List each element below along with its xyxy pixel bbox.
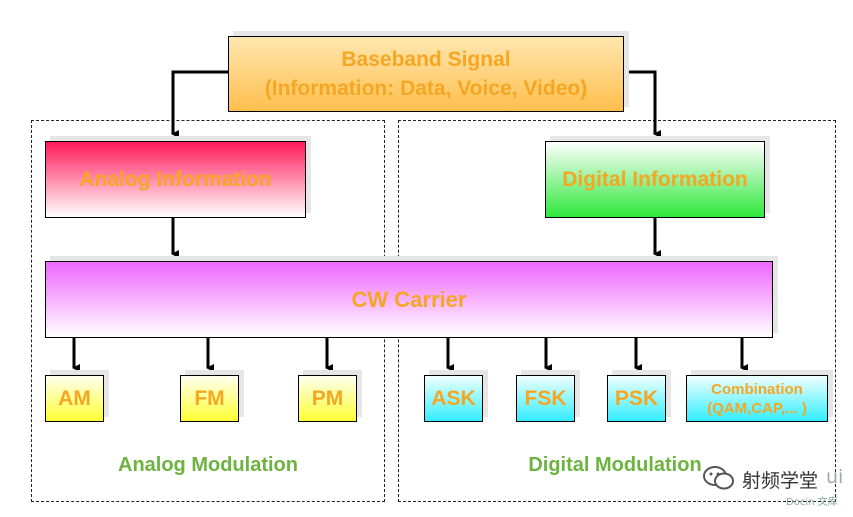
pm-label: PM	[311, 386, 344, 410]
ask-label: ASK	[431, 386, 476, 410]
combination-subtitle: (QAM,CAP,... )	[707, 399, 807, 417]
fm-label: FM	[194, 386, 225, 410]
fsk-box: FSK	[516, 375, 575, 422]
baseband-title: Baseband Signal	[341, 48, 511, 71]
ask-box: ASK	[424, 375, 483, 422]
combination-title: Combination	[711, 380, 803, 398]
am-box: AM	[45, 375, 104, 422]
cw-carrier-box: CW Carrier	[45, 261, 773, 338]
am-label: AM	[58, 386, 91, 410]
cw-carrier-label: CW Carrier	[351, 286, 467, 312]
pm-box: PM	[298, 375, 357, 422]
baseband-signal-box: Baseband Signal (Information: Data, Voic…	[228, 36, 624, 112]
watermark-brand: 射频学堂	[742, 470, 819, 492]
fm-box: FM	[180, 375, 239, 422]
psk-label: PSK	[614, 386, 659, 410]
wechat-logo	[702, 465, 736, 491]
digital-information-label: Digital Information	[562, 167, 748, 191]
watermark-source: Docin 文库	[786, 497, 838, 508]
combination-box: Combination (QAM,CAP,... )	[686, 375, 828, 422]
analog-information-box: Analog Information	[45, 141, 306, 218]
fsk-label: FSK	[524, 386, 567, 410]
watermark-trailing: ui	[826, 466, 844, 488]
baseband-subtitle: (Information: Data, Voice, Video)	[264, 77, 588, 100]
digital-information-box: Digital Information	[545, 141, 765, 218]
analog-information-label: Analog Information	[79, 167, 272, 191]
analog-modulation-label: Analog Modulation	[118, 454, 298, 476]
psk-box: PSK	[607, 375, 666, 422]
digital-modulation-label: Digital Modulation	[528, 454, 702, 476]
